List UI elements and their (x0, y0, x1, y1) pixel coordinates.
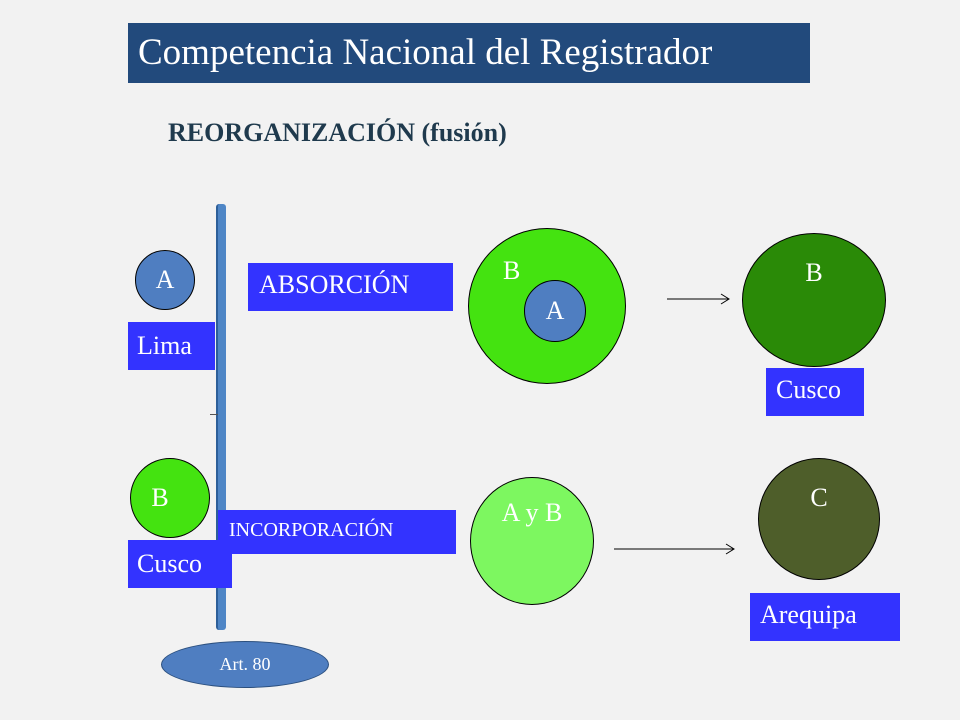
entity-b-circle: B (130, 458, 210, 538)
absorption-inner-circle: A (524, 280, 586, 342)
page-subtitle: REORGANIZACIÓN (fusión) (168, 118, 507, 147)
entity-a-circle: A (135, 250, 195, 310)
absorption-outer-label: B (503, 256, 521, 285)
article-label: Art. 80 (219, 654, 271, 674)
absorption-result-city-text: Cusco (776, 375, 841, 404)
entity-b-label: B (151, 483, 169, 512)
incorporation-label-text: INCORPORACIÓN (229, 519, 394, 541)
incorporation-merged-label: A y B (501, 498, 563, 527)
incorporation-result-city-text: Arequipa (760, 600, 857, 629)
entity-a-label: A (155, 265, 175, 294)
incorporation-result-city-label: Arequipa (750, 593, 900, 641)
absorption-inner-label: A (545, 296, 565, 325)
entity-a-city-text: Lima (137, 331, 192, 360)
entity-a-city-label: Lima (128, 322, 215, 370)
article-ellipse: Art. 80 (161, 641, 329, 688)
absorption-label-text: ABSORCIÓN (259, 270, 410, 299)
incorporation-result-circle: C (758, 458, 880, 580)
absorption-label: ABSORCIÓN (248, 263, 453, 311)
page-title: Competencia Nacional del Registrador (128, 23, 810, 83)
incorporation-arrow (614, 542, 738, 556)
absorption-result-label: B (805, 258, 823, 287)
absorption-result-circle: B (742, 233, 886, 367)
incorporation-merged-circle: A y B (470, 477, 594, 605)
entity-b-city-label: Cusco (128, 540, 232, 588)
entity-b-city-text: Cusco (137, 549, 202, 578)
incorporation-result-label: C (810, 483, 828, 512)
vertical-divider-bar (216, 204, 226, 630)
absorption-arrow (667, 292, 733, 306)
absorption-result-city-label: Cusco (766, 368, 864, 416)
divider-tick (210, 414, 218, 415)
incorporation-label: INCORPORACIÓN (218, 510, 456, 554)
